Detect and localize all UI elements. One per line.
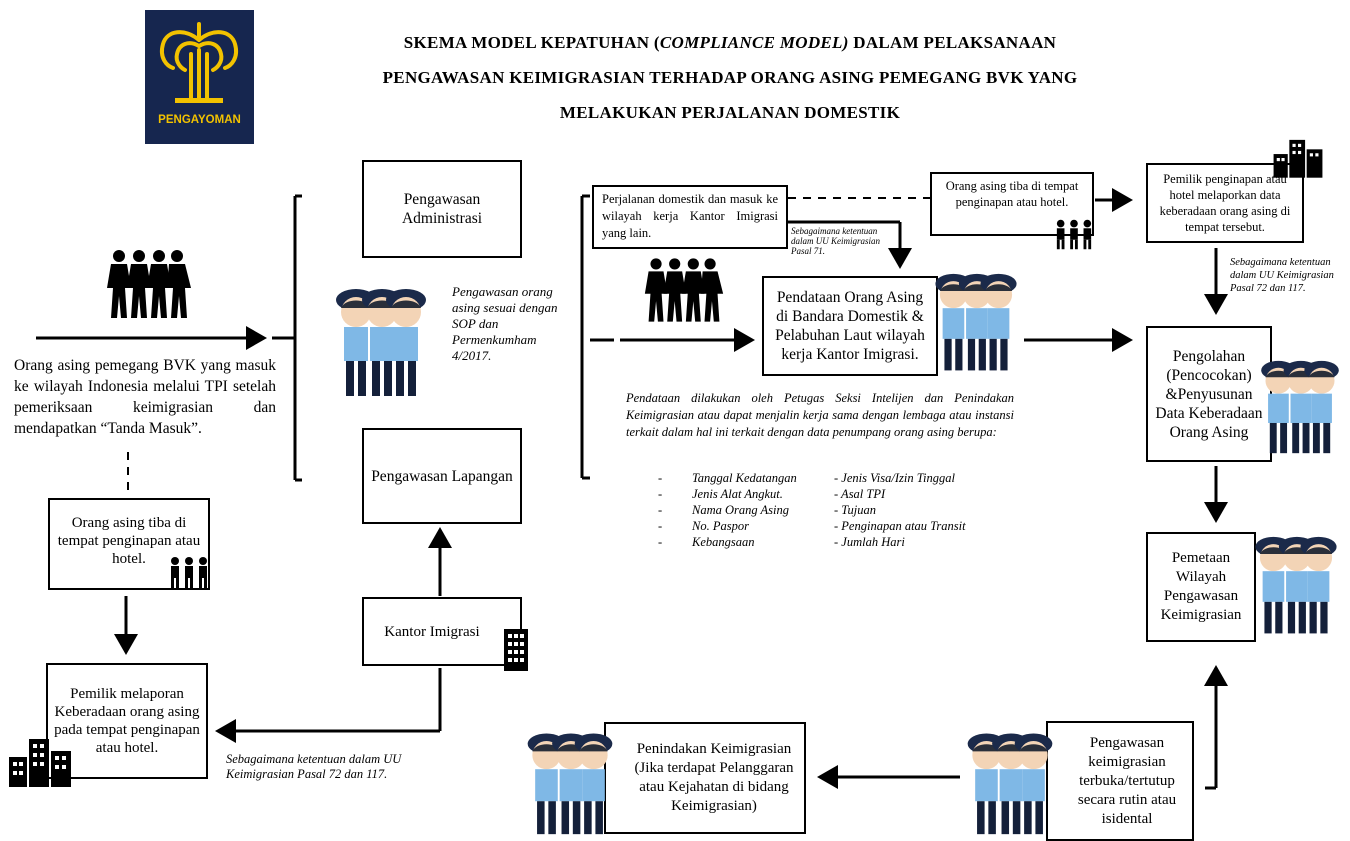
officers-group-2	[935, 273, 1017, 371]
list-item: -Jenis Alat Angkut.- Asal TPI	[658, 487, 886, 501]
admin-note: Pengawasan orang asing sesuai dengan SOP…	[452, 284, 558, 363]
tree-emblem-icon	[160, 22, 238, 103]
right-arrive-box: Orang asing tiba di tempat penginapan at…	[930, 172, 1094, 236]
title-line-3: MELAKUKAN PERJALANAN DOMESTIK	[559, 103, 901, 122]
passenger-data-list: -Tanggal Kedatangan- Jenis Visa/Izin Tin…	[658, 470, 1018, 550]
field-supervision-box: Pengawasan Lapangan	[362, 428, 522, 524]
immigration-office-box: Kantor Imigrasi	[362, 597, 522, 666]
intro-text: Orang asing pemegang BVK yang masuk ke w…	[14, 357, 276, 437]
travelers-group-icon	[107, 250, 191, 318]
enforcement-box: Penindakan Keimigrasian (Jika terdapat P…	[604, 722, 806, 834]
officers-group-4	[1255, 536, 1337, 634]
people-icon-2	[1056, 219, 1092, 250]
domestic-travel-box: Perjalanan domestik dan masuk ke wilayah…	[592, 185, 788, 249]
left-arrive-box: Orang asing tiba di tempat penginapan at…	[48, 498, 210, 590]
buildings-icon-2	[1273, 139, 1323, 178]
owner-report-box: Pemilik melaporan Keberadaan orang asing…	[46, 663, 208, 779]
list-item: -No. Paspor- Penginapan atau Transit	[658, 519, 966, 533]
data-collection-box: Pendataan Orang Asing di Bandara Domesti…	[762, 276, 938, 376]
officers-group-1	[336, 289, 426, 396]
data-collection-note: Pendataan dilakukan oleh Petugas Seksi I…	[626, 391, 1014, 439]
list-item: -Kebangsaan- Jumlah Hari	[658, 535, 905, 549]
title-line-2: PENGAWASAN KEIMIGRASIAN TERHADAP ORANG A…	[382, 68, 1078, 87]
people-icon	[171, 557, 207, 588]
logo-label: PENGAYOMAN	[158, 114, 241, 126]
law-note-72-117-left: Sebagaimana ketentuan dalam UU Keimigras…	[226, 752, 402, 781]
pengayoman-logo: PENGAYOMAN	[145, 10, 254, 144]
officers-group-6	[527, 733, 613, 835]
officers-group-5	[967, 733, 1053, 835]
law-note-71: Sebagaimana ketentuan dalam UU Keimigras…	[791, 226, 881, 256]
law-note-72-117-right: Sebagaimana ketentuan dalam UU Keimigras…	[1230, 257, 1334, 294]
officers-group-3	[1261, 360, 1339, 454]
buildings-icon	[9, 739, 71, 787]
travelers-group-icon-2	[644, 258, 724, 322]
admin-supervision-box: Pengawasan Administrasi	[362, 160, 522, 258]
title-line-1: SKEMA MODEL KEPATUHAN (COMPLIANCE MODEL)…	[403, 33, 1057, 52]
list-item: -Tanggal Kedatangan- Jenis Visa/Izin Tin…	[658, 471, 955, 485]
hotel-owner-report-box: Pemilik penginapan atau hotel melaporkan…	[1146, 163, 1304, 243]
mapping-box: Pemetaan Wilayah Pengawasan Keimigrasian	[1146, 532, 1256, 642]
surveillance-box: Pengawasan keimigrasian terbuka/tertutup…	[1046, 721, 1194, 841]
office-building-icon	[504, 629, 528, 671]
list-item: -Nama Orang Asing- Tujuan	[658, 503, 877, 517]
processing-box: Pengolahan (Pencocokan) &Penyusunan Data…	[1146, 326, 1272, 462]
